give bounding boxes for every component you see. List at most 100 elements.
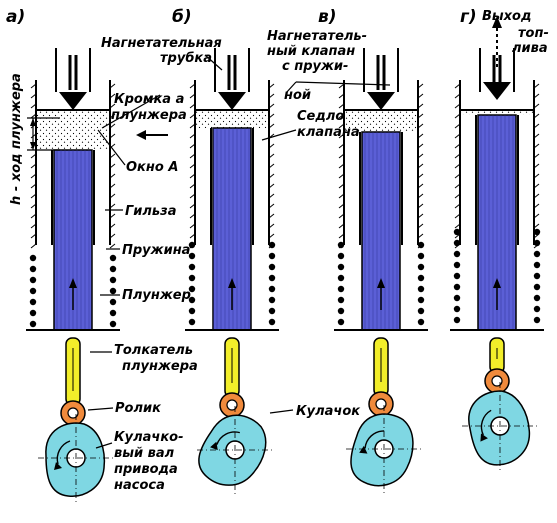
fuel-exit-label-3: лива bbox=[512, 41, 548, 56]
hatch bbox=[268, 143, 275, 149]
hatch bbox=[454, 153, 461, 159]
spring-coil bbox=[533, 250, 541, 258]
spring-label: Пружина bbox=[122, 243, 190, 258]
hatch bbox=[109, 163, 116, 169]
spring-coil bbox=[453, 305, 461, 313]
hatch bbox=[338, 83, 345, 89]
hatch bbox=[417, 193, 424, 199]
spring-coil bbox=[453, 239, 461, 247]
hatch bbox=[417, 123, 424, 129]
spring-coil bbox=[337, 263, 345, 271]
fuel-exit-label-1: Выход bbox=[482, 9, 531, 24]
spring-coil bbox=[453, 283, 461, 291]
hatch bbox=[454, 203, 461, 209]
hatch bbox=[268, 123, 275, 129]
hatch bbox=[189, 173, 196, 179]
hatch bbox=[338, 233, 345, 239]
hatch bbox=[533, 223, 540, 229]
panel-letter-g: г) bbox=[460, 7, 477, 27]
hatch bbox=[417, 93, 424, 99]
hatch bbox=[533, 163, 540, 169]
hatch bbox=[268, 93, 275, 99]
roller-axle bbox=[67, 407, 79, 419]
hatch bbox=[417, 83, 424, 89]
pump-unit-b bbox=[185, 48, 279, 494]
hatch bbox=[417, 183, 424, 189]
plunger-label: Плунжер bbox=[122, 288, 191, 303]
hatch bbox=[30, 233, 37, 239]
cam bbox=[198, 414, 267, 486]
hatch bbox=[454, 83, 461, 89]
hatch bbox=[338, 93, 345, 99]
roller-axle bbox=[375, 398, 387, 410]
hatch bbox=[454, 193, 461, 199]
hatch bbox=[533, 133, 540, 139]
valve bbox=[483, 82, 511, 100]
hatch bbox=[189, 143, 196, 149]
hatch bbox=[30, 163, 37, 169]
cam bbox=[350, 413, 414, 487]
spring-coil bbox=[268, 296, 276, 304]
fuel-chamber bbox=[344, 110, 418, 132]
spring-coil bbox=[109, 287, 117, 295]
pump-units bbox=[26, 16, 544, 502]
hatch bbox=[30, 193, 37, 199]
camshaft-label-2: вый вал bbox=[114, 446, 175, 461]
spring-coil bbox=[268, 307, 276, 315]
fuel-chamber bbox=[195, 110, 269, 128]
hatch bbox=[338, 223, 345, 229]
hatch bbox=[189, 223, 196, 229]
hatch bbox=[109, 203, 116, 209]
spring-coil bbox=[453, 316, 461, 324]
roller-axle bbox=[226, 399, 238, 411]
spring-coil bbox=[417, 296, 425, 304]
spring-coil bbox=[109, 298, 117, 306]
spring-coil bbox=[109, 276, 117, 284]
pusher-label-2: плунжера bbox=[122, 359, 198, 374]
hatch bbox=[189, 133, 196, 139]
hatch bbox=[268, 183, 275, 189]
hatch bbox=[533, 183, 540, 189]
spring-coil bbox=[109, 254, 117, 262]
hatch bbox=[338, 113, 345, 119]
plunger-arrowhead bbox=[69, 278, 77, 288]
hatch bbox=[30, 183, 37, 189]
spring-coil bbox=[533, 261, 541, 269]
hatch bbox=[454, 93, 461, 99]
spring-coil bbox=[268, 252, 276, 260]
hatch bbox=[30, 223, 37, 229]
hatch bbox=[533, 203, 540, 209]
hatch bbox=[454, 173, 461, 179]
spring-coil bbox=[533, 294, 541, 302]
spring-coil bbox=[533, 305, 541, 313]
hatch bbox=[268, 203, 275, 209]
hatch bbox=[454, 143, 461, 149]
valve bbox=[367, 92, 395, 110]
spring-coil bbox=[268, 274, 276, 282]
hatch bbox=[338, 203, 345, 209]
hatch bbox=[533, 193, 540, 199]
hatch bbox=[189, 203, 196, 209]
hatch bbox=[189, 153, 196, 159]
hatch bbox=[338, 123, 345, 129]
roller-label: Ролик bbox=[115, 401, 162, 416]
hatch bbox=[30, 93, 37, 99]
cam bbox=[45, 422, 106, 497]
rotation-arrowhead bbox=[359, 445, 368, 454]
panel-letter-v: в) bbox=[318, 7, 337, 27]
hatch bbox=[109, 133, 116, 139]
spring-coil bbox=[337, 274, 345, 282]
hatch bbox=[417, 153, 424, 159]
pump-unit-a bbox=[26, 48, 120, 502]
spring-coil bbox=[268, 241, 276, 249]
spring-coil bbox=[453, 228, 461, 236]
hatch bbox=[30, 173, 37, 179]
hatch bbox=[189, 233, 196, 239]
hatch bbox=[189, 183, 196, 189]
hatch bbox=[189, 213, 196, 219]
hatch bbox=[109, 123, 116, 129]
hatch bbox=[30, 203, 37, 209]
hatch bbox=[417, 113, 424, 119]
spring-coil bbox=[417, 285, 425, 293]
rotation-arrowhead bbox=[480, 433, 488, 442]
